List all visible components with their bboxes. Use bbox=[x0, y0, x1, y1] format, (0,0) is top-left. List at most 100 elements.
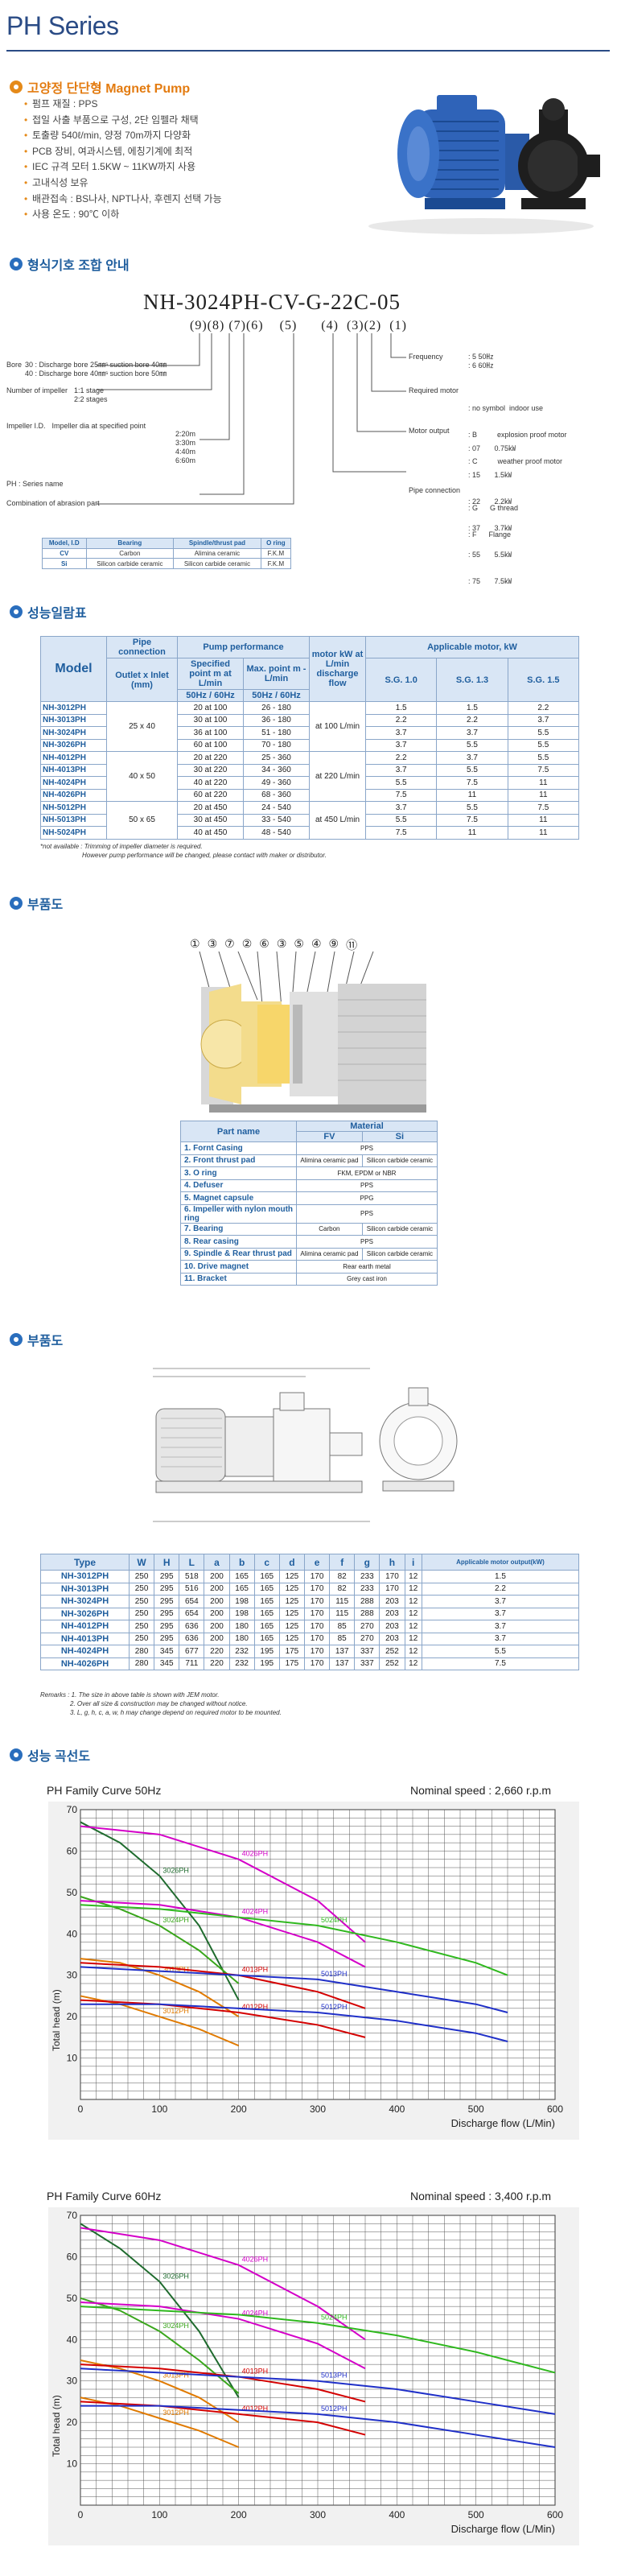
bullet-circle-icon bbox=[10, 258, 23, 270]
performance-cell: NH-5024PH bbox=[40, 826, 107, 840]
dimension-cell: 85 bbox=[329, 1620, 356, 1633]
performance-cell: at 450 L/min bbox=[309, 801, 366, 840]
dimension-cell: 233 bbox=[354, 1582, 380, 1596]
required-motor-value: : B explosion proof motor bbox=[468, 431, 567, 439]
bullet-circle-icon bbox=[10, 897, 23, 910]
performance-cell: 40 x 50 bbox=[106, 751, 178, 802]
dimension-cell: 137 bbox=[329, 1645, 356, 1658]
curves-heading-text: 성능 곡선도 bbox=[27, 1750, 91, 1764]
dimension-remark: 2. Over all size & construction may be c… bbox=[70, 1700, 248, 1707]
dimension-header: h bbox=[379, 1554, 405, 1571]
feature-item: 접일 사출 부품으로 구성, 2단 임펠라 채택 bbox=[24, 113, 330, 129]
series-label: 3024PH bbox=[162, 2322, 189, 2330]
dimension-cell: 165 bbox=[253, 1632, 280, 1645]
dimension-cell: 165 bbox=[253, 1595, 280, 1608]
impeller-id-value: 6:60m bbox=[175, 456, 196, 464]
cutaway-drawing bbox=[199, 952, 426, 1113]
performance-cell: 36 at 100 bbox=[177, 726, 244, 740]
series-line bbox=[80, 2227, 366, 2341]
dimension-cell: NH-3024PH bbox=[40, 1595, 130, 1608]
dimension-cell: 165 bbox=[253, 1607, 280, 1620]
col-si: Si bbox=[361, 1131, 438, 1142]
impeller-id-values: 2:20m 3:30m 4:40m 6:60m bbox=[175, 430, 195, 465]
dimension-cell: 12 bbox=[404, 1595, 422, 1608]
col-max-point: Max. point m - L/min bbox=[243, 658, 310, 690]
performance-cell: 25 - 360 bbox=[243, 751, 310, 765]
abrasion-cell: CV bbox=[42, 547, 87, 559]
model-code-heading: 형식기호 조합 안내 bbox=[10, 254, 130, 274]
series-line bbox=[80, 1958, 240, 2017]
dimension-cell: 200 bbox=[204, 1607, 230, 1620]
col-hz: 50Hz / 60Hz bbox=[177, 689, 244, 702]
dimension-header: H bbox=[154, 1554, 180, 1571]
part-callout: ⑨ bbox=[328, 937, 339, 950]
dimension-cell: 7.5 bbox=[421, 1657, 580, 1670]
performance-cell: NH-4026PH bbox=[40, 788, 107, 802]
motor-output-block: Motor output : 07 0.75㎾ : 15 1.5㎾ : 22 2… bbox=[409, 427, 516, 604]
dimension-cell: 85 bbox=[329, 1632, 356, 1645]
required-motor-label: Required motor bbox=[409, 386, 459, 394]
material-fv: Carbon bbox=[296, 1222, 363, 1236]
y-tick-label: 20 bbox=[67, 2417, 78, 2428]
abrasion-cell: F.K.M bbox=[260, 547, 292, 559]
performance-cell: 20 at 100 bbox=[177, 701, 244, 715]
abrasion-cell: Si bbox=[42, 558, 87, 570]
dimension-cell: NH-3013PH bbox=[40, 1582, 130, 1596]
y-tick-label: 40 bbox=[67, 1928, 78, 1939]
dimension-cell: 345 bbox=[154, 1645, 180, 1658]
dimension-cell: 115 bbox=[329, 1607, 356, 1620]
performance-cell: NH-5013PH bbox=[40, 813, 107, 827]
part-name: 7. Bearing bbox=[180, 1222, 297, 1236]
dimension-cell: 232 bbox=[228, 1645, 255, 1658]
abrasion-header: O ring bbox=[260, 538, 292, 549]
part-name: 6. Impeller with nylon mouth ring bbox=[180, 1203, 297, 1224]
dimension-header: d bbox=[278, 1554, 305, 1571]
dimension-header: g bbox=[354, 1554, 380, 1571]
dimension-cell: 165 bbox=[253, 1582, 280, 1596]
dimension-cell: 203 bbox=[379, 1595, 405, 1608]
feature-item: 사용 온도 : 90℃ 이하 bbox=[24, 207, 330, 223]
part-callout: ③ bbox=[207, 937, 218, 950]
performance-cell: 30 at 100 bbox=[177, 713, 244, 727]
dimension-cell: 170 bbox=[303, 1632, 331, 1645]
dimension-cell: 337 bbox=[354, 1645, 380, 1658]
performance-cell: 60 at 220 bbox=[177, 788, 244, 802]
abrasion-cell: Carbon bbox=[85, 547, 175, 559]
bullet-circle-icon bbox=[10, 80, 23, 93]
pipe-connection-label: Pipe connection bbox=[409, 486, 461, 494]
performance-cell: 7.5 bbox=[507, 801, 580, 815]
dimension-cell: 180 bbox=[228, 1632, 255, 1645]
performance-cell: 11 bbox=[507, 776, 580, 790]
series-label: 4013PH bbox=[242, 1966, 269, 1974]
material-fv: Rear earth metal bbox=[296, 1260, 438, 1274]
performance-cell: 25 x 40 bbox=[106, 701, 178, 752]
feature-item: IEC 규격 모터 1.5KW ~ 11KW까지 사용 bbox=[24, 159, 330, 175]
part-callout: ⑤ bbox=[294, 937, 304, 950]
performance-cell: 11 bbox=[436, 788, 508, 802]
frequency-value: : 6 60㎐ bbox=[468, 361, 494, 369]
bore-label: Bore bbox=[6, 361, 23, 369]
impeller-number-label: Number of impeller bbox=[6, 386, 68, 394]
dimension-cell: 250 bbox=[128, 1595, 155, 1608]
col-hz: 50Hz / 60Hz bbox=[243, 689, 310, 702]
dimension-remarks: Remarks : 1. The size in above table is … bbox=[40, 1690, 282, 1717]
dimension-cell: 165 bbox=[228, 1582, 255, 1596]
dimension-header: W bbox=[128, 1554, 155, 1571]
dimension-cell: 12 bbox=[404, 1645, 422, 1658]
frequency-value: : 5 50㎐ bbox=[468, 353, 494, 361]
dimension-remark: Remarks : 1. The size in above table is … bbox=[40, 1691, 220, 1699]
x-tick-label: 300 bbox=[310, 2103, 326, 2115]
chart-50hz-title: PH Family Curve 50Hz bbox=[47, 1784, 162, 1797]
performance-cell: 11 bbox=[507, 788, 580, 802]
dimension-cell: 233 bbox=[354, 1570, 380, 1583]
dimension-cell: 220 bbox=[204, 1657, 230, 1670]
y-tick-label: 30 bbox=[67, 1970, 78, 1981]
part-callout: ① bbox=[190, 937, 200, 950]
